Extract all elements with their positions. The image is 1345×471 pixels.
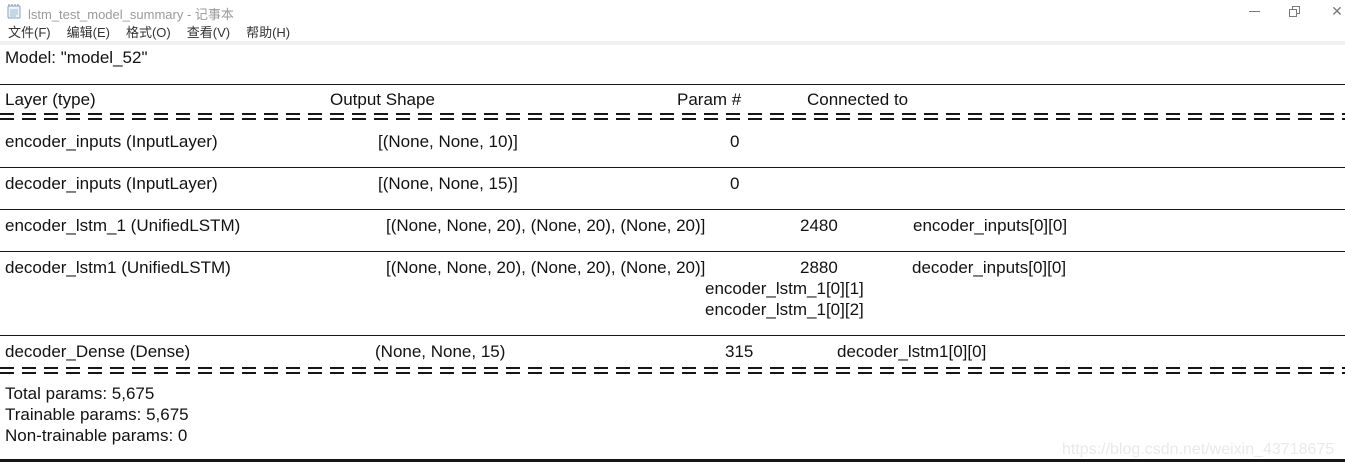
double-separator-line bbox=[0, 367, 1345, 374]
minimize-button[interactable] bbox=[1238, 0, 1270, 22]
menu-item-edit[interactable]: 编辑(E) bbox=[66, 25, 110, 40]
cell-output-shape: [(None, None, 20), (None, 20), (None, 20… bbox=[386, 258, 706, 277]
notepad-app-icon[interactable] bbox=[6, 3, 22, 19]
cell-output-shape: [(None, None, 15)] bbox=[378, 174, 518, 193]
separator-line bbox=[0, 335, 1345, 336]
cell-layer: encoder_inputs (InputLayer) bbox=[5, 132, 218, 151]
cell-layer: encoder_lstm_1 (UnifiedLSTM) bbox=[5, 216, 241, 235]
cell-layer: decoder_inputs (InputLayer) bbox=[5, 174, 218, 193]
menu-bar: 文件(F) 编辑(E) 格式(O) 查看(V) 帮助(H) bbox=[0, 22, 1345, 41]
title-bar: lstm_test_model_summary - 记事本 ✕ bbox=[0, 0, 1345, 22]
cell-param: 315 bbox=[725, 342, 754, 361]
cell-connected-continued: encoder_lstm_1[0][1] bbox=[705, 279, 864, 298]
editor-text-area[interactable]: Model: "model_52" Layer (type) Output Sh… bbox=[0, 45, 1345, 471]
menu-item-format[interactable]: 格式(O) bbox=[125, 25, 171, 40]
cell-connected: encoder_inputs[0][0] bbox=[913, 216, 1068, 235]
menu-item-help[interactable]: 帮助(H) bbox=[246, 25, 291, 40]
window-title: lstm_test_model_summary - 记事本 bbox=[28, 7, 234, 22]
cell-connected: decoder_lstm1[0][0] bbox=[837, 342, 987, 361]
menu-bar-divider bbox=[0, 41, 1345, 45]
separator-line bbox=[0, 209, 1345, 210]
double-separator-line bbox=[0, 113, 1345, 120]
restore-icon bbox=[1288, 5, 1300, 17]
cell-param: 2880 bbox=[800, 258, 838, 277]
separator-line bbox=[0, 84, 1345, 85]
total-params-line: Total params: 5,675 bbox=[5, 384, 155, 403]
cell-output-shape: [(None, None, 10)] bbox=[378, 132, 518, 151]
separator-line bbox=[0, 251, 1345, 252]
restore-button[interactable] bbox=[1278, 0, 1310, 22]
cell-output-shape: [(None, None, 20), (None, 20), (None, 20… bbox=[386, 216, 706, 235]
cell-connected-continued: encoder_lstm_1[0][2] bbox=[705, 300, 864, 319]
non-trainable-params-line: Non-trainable params: 0 bbox=[5, 426, 188, 445]
cell-param: 0 bbox=[730, 132, 740, 151]
model-name-line: Model: "model_52" bbox=[5, 48, 148, 67]
close-icon: ✕ bbox=[1331, 2, 1343, 19]
cell-connected: decoder_inputs[0][0] bbox=[912, 258, 1067, 277]
separator-line bbox=[0, 167, 1345, 168]
cell-output-shape: (None, None, 15) bbox=[375, 342, 506, 361]
minimize-icon bbox=[1248, 10, 1260, 12]
cell-param: 0 bbox=[730, 174, 740, 193]
cell-layer: decoder_Dense (Dense) bbox=[5, 342, 191, 361]
bottom-separator-line bbox=[0, 459, 1345, 462]
watermark-url: https://blog.csdn.net/weixin_43718675 bbox=[1062, 441, 1335, 458]
column-header-layer: Layer (type) bbox=[5, 90, 96, 109]
menu-item-file[interactable]: 文件(F) bbox=[8, 25, 51, 40]
trainable-params-line: Trainable params: 5,675 bbox=[5, 405, 189, 424]
cell-param: 2480 bbox=[800, 216, 838, 235]
column-header-connected: Connected to bbox=[807, 90, 909, 109]
close-button[interactable]: ✕ bbox=[1321, 0, 1345, 22]
cell-layer: decoder_lstm1 (UnifiedLSTM) bbox=[5, 258, 231, 277]
column-header-param: Param # bbox=[677, 90, 742, 109]
column-header-output-shape: Output Shape bbox=[330, 90, 435, 109]
menu-item-view[interactable]: 查看(V) bbox=[186, 25, 231, 40]
